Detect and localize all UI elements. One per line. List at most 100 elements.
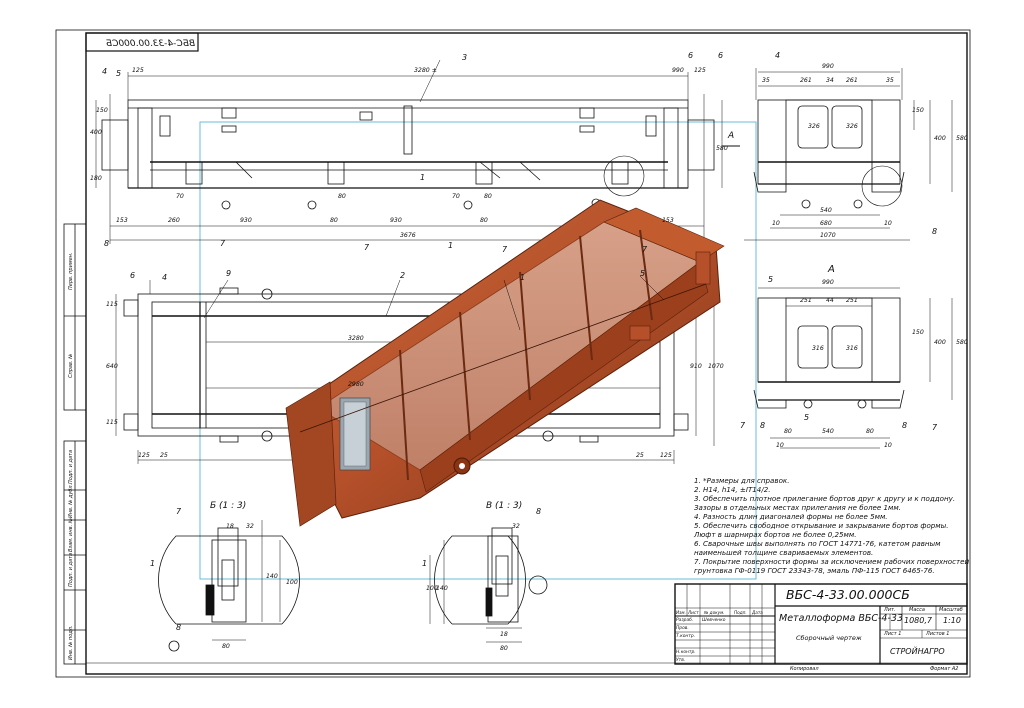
dimension-label: 580 — [716, 145, 728, 152]
title-block — [674, 583, 968, 665]
tb-row-head-1: Лист — [688, 610, 699, 615]
side-label-4: Взам. инв. № — [68, 518, 74, 552]
dimension-label: 125 — [138, 452, 150, 459]
note-line: 6. Сварочные швы выполнять по ГОСТ 14771… — [694, 539, 941, 548]
dimension-label: 18 — [500, 631, 508, 638]
dimension-label: 18 — [226, 523, 234, 530]
callout-number: 4 — [162, 273, 167, 282]
callout-number: 8 — [902, 421, 907, 430]
note-line: грунтовка ГФ-0119 ГОСТ 23343-78, эмаль П… — [694, 566, 935, 575]
dimension-label: 32 — [246, 523, 254, 530]
side-strip-labels: Перв. примен. Справ. № Подп. и дата Инв.… — [68, 252, 74, 660]
callout-number: 5 — [768, 275, 773, 284]
form-3d-render — [285, 199, 725, 527]
note-line: Люфт в шарнирах бортов не более 0,25мм. — [694, 530, 857, 539]
view-a-title: А — [827, 264, 835, 275]
dimension-label: 80 — [338, 193, 346, 200]
dimension-label: 260 — [168, 217, 180, 224]
tb-org: СТРОЙНАГРО — [890, 647, 945, 656]
tb-col-mass: Масса — [909, 607, 925, 613]
dimension-label: 1070 — [708, 363, 724, 370]
dimension-label: 125 — [694, 67, 706, 74]
dimension-label: 1070 — [820, 232, 836, 239]
dimension-label: 400 — [90, 129, 102, 136]
dimension-label: 261 — [846, 77, 858, 84]
dimension-label: 153 — [116, 217, 128, 224]
side-label-3: Инв. № дубл. — [68, 484, 74, 518]
tb-format: Формат А2 — [930, 666, 959, 672]
note-line: 5. Обеспечить свободное открывание и зак… — [694, 521, 949, 530]
callout-number: 8 — [932, 227, 937, 236]
dimension-label: 35 — [762, 77, 770, 84]
dimension-label: 125 — [660, 452, 672, 459]
dimension-label: 140 — [266, 573, 278, 580]
callout-number: 7 — [220, 239, 226, 248]
side-strip — [63, 223, 87, 665]
dimension-label: 990 — [822, 63, 834, 70]
side-label-2: Подп. и дата — [68, 450, 74, 484]
callout-number: 7 — [740, 421, 746, 430]
tb-sheet: Лист 1 — [884, 631, 902, 637]
side-label-0: Перв. примен. — [68, 252, 74, 290]
dimension-label: 10 — [884, 220, 892, 227]
dimension-label: 580 — [956, 339, 968, 346]
side-view-bottom — [753, 297, 905, 409]
tb-role-2: Т.контр. — [676, 634, 696, 639]
callout-number: 6 — [688, 51, 693, 60]
tb-row-head-3: Подп. — [734, 610, 747, 615]
dimension-label: 10 — [884, 442, 892, 449]
dimension-label: 80 — [866, 428, 874, 435]
dimension-label: 326 — [808, 123, 820, 130]
tb-copied: Копировал — [790, 666, 819, 672]
dimension-label: 680 — [820, 220, 832, 227]
callout-number: 1 — [422, 559, 427, 568]
dimension-label: 80 — [500, 645, 508, 652]
tb-role-1: Пров. — [676, 626, 689, 631]
callout-number: 6 — [718, 51, 723, 60]
callout-number: 9 — [226, 269, 231, 278]
callout-number: 4 — [775, 51, 780, 60]
dimension-label: 180 — [90, 175, 102, 182]
dimension-label: 44 — [826, 297, 834, 304]
callout-number: 4 — [102, 67, 107, 76]
dimension-label: 540 — [820, 207, 832, 214]
dimension-label: 150 — [912, 107, 924, 114]
callout-number: 7 — [364, 243, 370, 252]
dimension-label: 2980 — [348, 381, 364, 388]
tb-sheets: Листов 1 — [926, 631, 950, 637]
callout-number: 3 — [462, 53, 467, 62]
section-v-dims — [429, 540, 522, 643]
tb-col-scale: Масштаб — [939, 607, 963, 613]
dimension-label: 25 — [160, 452, 168, 459]
dimension-label: 540 — [822, 428, 834, 435]
dimension-label: 150 — [96, 107, 108, 114]
section-b-dims — [212, 520, 281, 641]
tb-role-0: Разраб. — [676, 618, 694, 623]
callout-number: 8 — [104, 239, 109, 248]
dimension-label: 153 — [662, 217, 674, 224]
tb-developer: Шевченко — [702, 618, 726, 623]
dimension-label: 115 — [106, 301, 118, 308]
dimension-label: 3280 — [348, 335, 364, 342]
dimension-label: 261 — [800, 77, 812, 84]
dimension-label: 990 — [672, 67, 684, 74]
tb-scale: 1:10 — [943, 616, 961, 625]
dimension-label: 80 — [480, 217, 488, 224]
dimension-label: 25 — [636, 452, 644, 459]
dimension-label: 3280 ± — [414, 67, 437, 74]
tb-mass: 1080,7 — [904, 616, 932, 625]
dimension-label: 35 — [886, 77, 894, 84]
tb-role-5: Утв. — [676, 658, 686, 663]
note-line: 2. Н14, h14, ±IT14/2. — [694, 485, 771, 494]
side-label-5: Подп. и дата — [68, 553, 74, 587]
tb-row-head-4: Дата — [752, 610, 763, 615]
callout-number: 8 — [176, 623, 181, 632]
callout-number: 5 — [640, 269, 645, 278]
dimension-label: 316 — [812, 345, 824, 352]
section-b-title: Б (1 : 3) — [210, 501, 246, 511]
note-line: наименьшей толщине свариваемых элементов… — [694, 548, 874, 557]
tb-name: Металлоформа ВБС-4-33 — [779, 613, 903, 624]
callout-number: 1 — [448, 241, 453, 250]
